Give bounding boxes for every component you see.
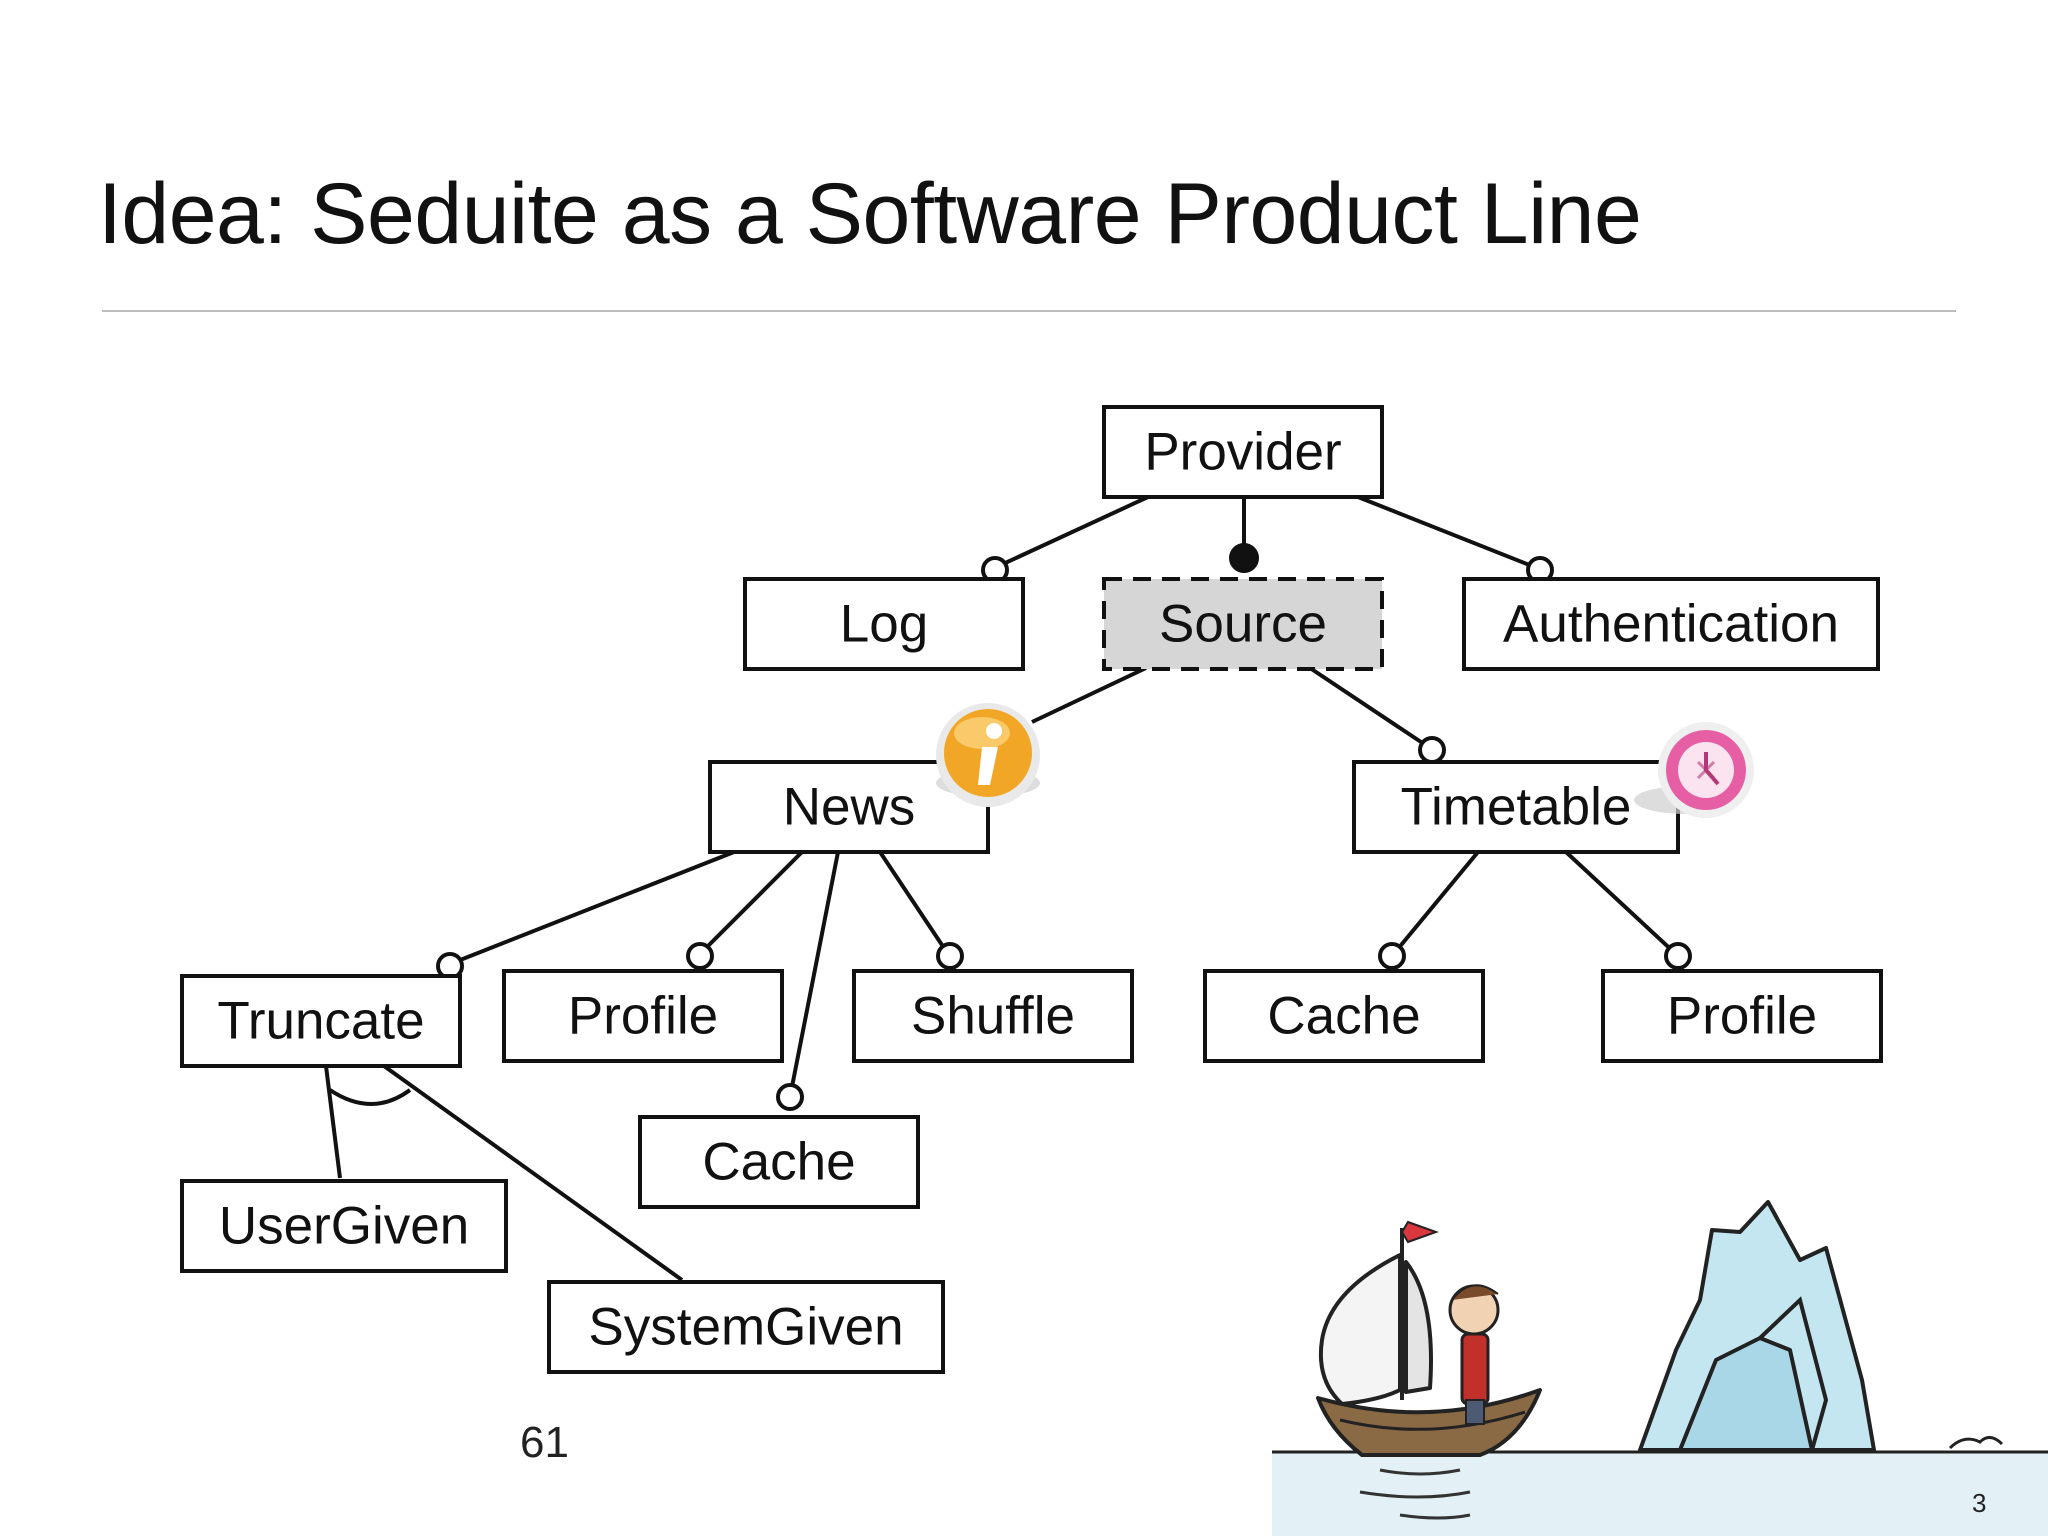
feature-label-truncate: Truncate [217,992,424,1051]
edge-provider-authentication [1357,495,1543,572]
feature-label-timetable-cache: Cache [1267,987,1420,1046]
feature-user-given: UserGiven [180,1179,508,1273]
edge-markers [436,543,1692,1111]
feature-label-log: Log [840,595,928,654]
feature-source: Source [1102,577,1384,671]
feature-label-source: Source [1159,595,1327,654]
feature-timetable: Timetable [1352,760,1680,854]
feature-label-shuffle: Shuffle [911,987,1075,1046]
title-divider [102,310,1956,312]
optional-marker-news-cache [776,1083,804,1111]
feature-authentication: Authentication [1462,577,1880,671]
optional-marker-timetable-cache [1378,942,1406,970]
feature-log: Log [743,577,1025,671]
feature-label-system-given: SystemGiven [588,1298,903,1357]
feature-news-profile: Profile [502,969,784,1063]
feature-label-user-given: UserGiven [219,1197,469,1256]
feature-timetable-profile: Profile [1601,969,1883,1063]
edge-source-news [1031,666,1147,724]
optional-marker-timetable-profile [1664,942,1692,970]
feature-label-news: News [783,778,916,837]
slide-title: Idea: Seduite as a Software Product Line [98,166,1642,262]
edge-truncate-systemgiven [382,1064,684,1282]
optional-marker-news-profile [686,942,714,970]
feature-label-news-cache: Cache [702,1133,855,1192]
optional-marker-shuffle [936,942,964,970]
clock-icon [1634,722,1754,818]
edge-timetable-cache [1390,850,1480,958]
edge-source-timetable [1308,666,1432,750]
feature-label-news-profile: Profile [568,987,718,1046]
edge-truncate-usergiven [324,1065,342,1179]
feature-shuffle: Shuffle [852,969,1134,1063]
edge-news-truncate [449,850,735,966]
edge-news-shuffle [878,850,950,956]
edge-provider-log [989,495,1149,572]
page-number: 3 [1972,1488,1987,1518]
feature-provider: Provider [1102,405,1384,499]
feature-timetable-cache: Cache [1203,969,1485,1063]
edge-news-profile [698,850,804,956]
alternative-group-arc [328,1088,412,1106]
edge-news-cache [788,851,840,1098]
edge-timetable-profile [1564,850,1680,958]
optional-marker-timetable [1418,736,1446,764]
boat-and-iceberg-illustration [1272,1200,2048,1536]
feature-label-authentication: Authentication [1503,595,1839,654]
feature-truncate: Truncate [180,974,462,1068]
feature-label-provider: Provider [1144,423,1341,482]
feature-news-cache: Cache [638,1115,920,1209]
slide-note: 61 [520,1418,569,1467]
mandatory-marker-source [1229,543,1259,573]
feature-label-timetable: Timetable [1401,778,1632,837]
feature-label-timetable-profile: Profile [1667,987,1817,1046]
feature-system-given: SystemGiven [547,1280,945,1374]
info-icon [936,703,1040,807]
